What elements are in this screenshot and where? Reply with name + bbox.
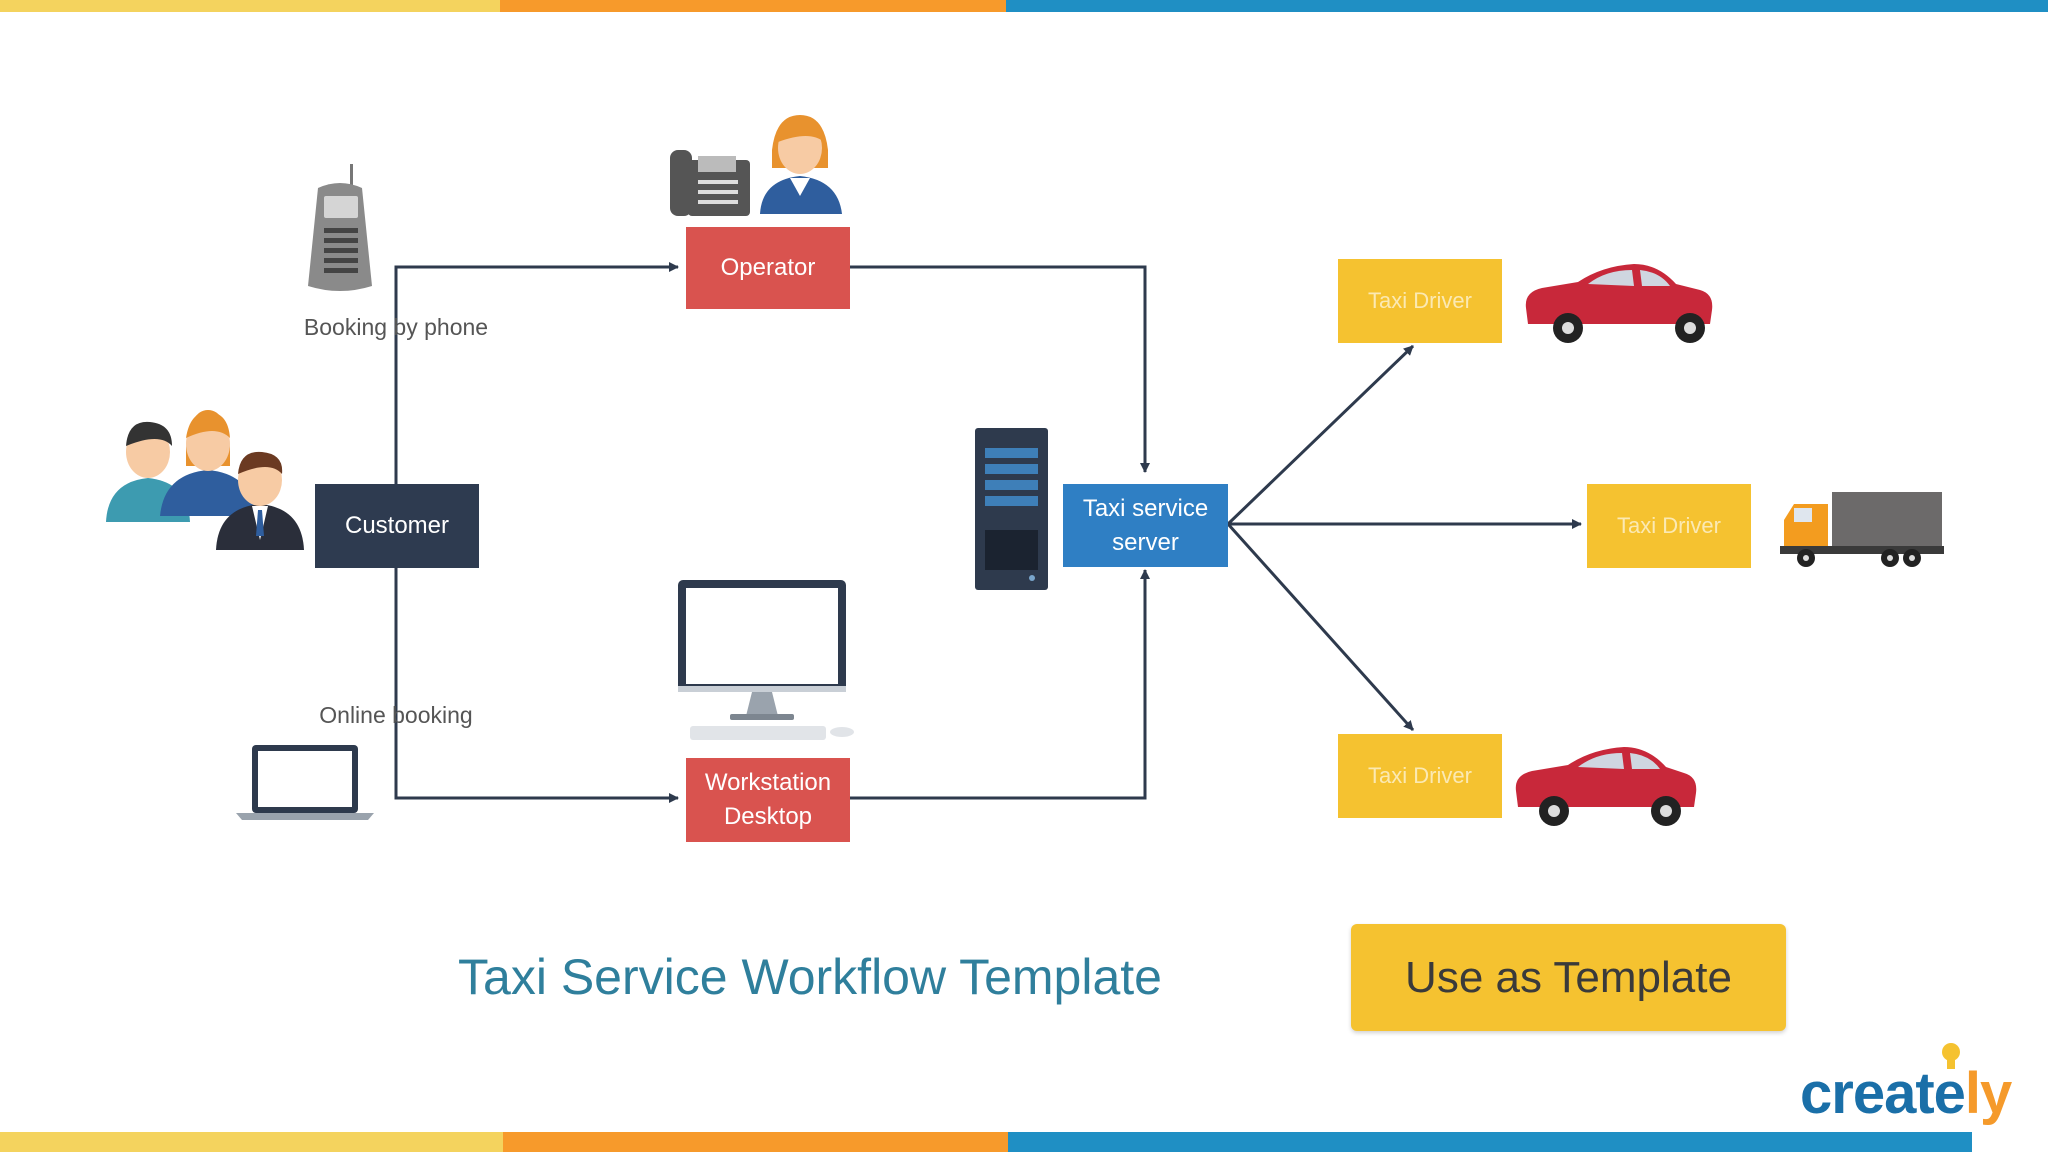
- operator-woman-icon: [760, 115, 842, 214]
- taxi-driver-label: Taxi Driver: [1368, 287, 1472, 313]
- desktop-monitor-icon: [678, 580, 846, 720]
- server-rack-icon: [975, 428, 1048, 590]
- connector-workstation-to-server: [850, 569, 1150, 800]
- server-label-line1: Taxi service: [1082, 494, 1209, 522]
- lightbulb-icon: [1942, 1043, 1960, 1069]
- red-car-icon: [1525, 264, 1713, 343]
- customers-group-icon: [106, 410, 304, 550]
- workstation-node: Workstation Desktop: [686, 758, 850, 842]
- connector-customer-to-workstation: [394, 568, 679, 803]
- bottom-color-stripe: [0, 1132, 2048, 1152]
- red-car-icon: [1515, 747, 1697, 826]
- server-label-line2: server: [1112, 528, 1179, 556]
- taxi-server-node: Taxi service server: [1063, 484, 1228, 567]
- connector-server-to-driver-3: [1226, 522, 1415, 732]
- workstation-label-line1: Workstation: [704, 769, 832, 797]
- laptop-icon: [236, 745, 374, 820]
- truck-icon: [1780, 492, 1944, 567]
- workstation-label-line2: Desktop: [723, 803, 813, 830]
- logo-main-text: create: [1800, 1061, 1966, 1126]
- operator-node: Operator: [686, 227, 850, 309]
- desk-phone-icon: [670, 150, 750, 216]
- customer-label: Customer: [344, 512, 450, 540]
- cordless-phone-icon: [308, 164, 372, 291]
- taxi-driver-node-1: Taxi Driver: [1338, 259, 1502, 343]
- creately-logo[interactable]: creately: [1800, 1060, 2012, 1127]
- taxi-driver-node-3: Taxi Driver: [1338, 734, 1502, 818]
- operator-label: Operator: [720, 254, 816, 282]
- taxi-driver-label: Taxi Driver: [1617, 512, 1721, 538]
- page-title: Taxi Service Workflow Template: [458, 949, 1162, 1005]
- connector-server-to-driver-1: [1226, 344, 1415, 526]
- use-as-template-button[interactable]: Use as Template: [1351, 924, 1786, 1031]
- connector-operator-to-server: [850, 265, 1150, 473]
- connector-customer-to-operator: [394, 262, 679, 484]
- taxi-driver-node-2: Taxi Driver: [1587, 484, 1751, 568]
- customer-node: Customer: [315, 484, 479, 568]
- online-booking-label: Online booking: [319, 702, 473, 728]
- top-color-stripe: [0, 0, 2048, 12]
- booking-by-phone-label: Booking by phone: [303, 314, 489, 340]
- keyboard-icon: [690, 726, 854, 740]
- logo-accent-text: ly: [1964, 1061, 2012, 1126]
- taxi-driver-label: Taxi Driver: [1368, 762, 1472, 788]
